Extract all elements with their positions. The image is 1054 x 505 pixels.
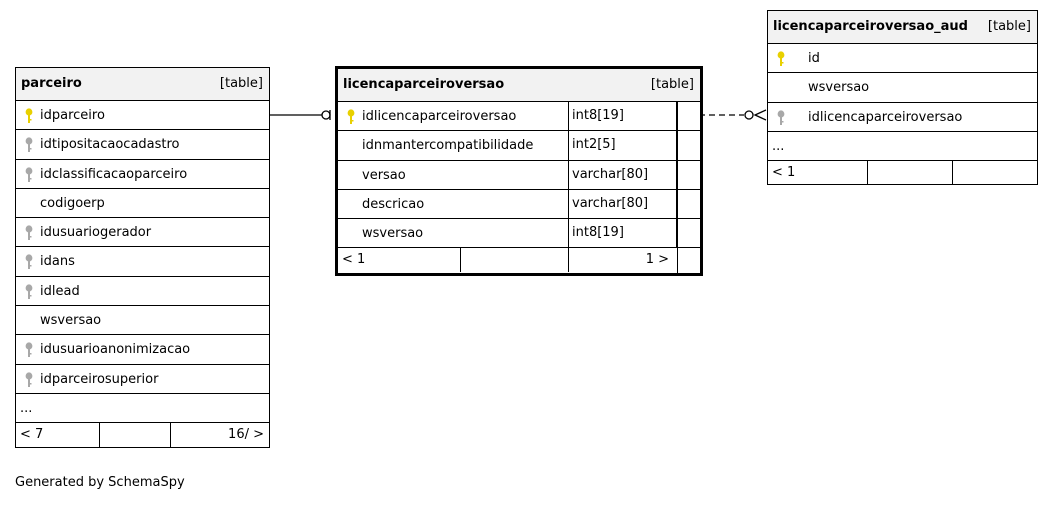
table-kind: [table] bbox=[219, 76, 263, 91]
table-licencaparceiroversao-aud[interactable]: licencaparceiroversao_aud [table] id wsve… bbox=[767, 10, 1038, 186]
column-row[interactable]: idparceirosuperior bbox=[16, 365, 269, 394]
column-row[interactable]: idtipositacaocadastro bbox=[16, 130, 269, 160]
column-name: idparceirosuperior bbox=[40, 371, 159, 387]
edge-aud-circle bbox=[744, 110, 754, 120]
foreign-key-icon bbox=[25, 342, 33, 358]
column-name: idclassificacaoparceiro bbox=[40, 166, 188, 182]
foreign-key-icon bbox=[25, 284, 33, 299]
foreign-key-icon bbox=[25, 166, 33, 182]
column-row[interactable]: idusuarioanonimizacao bbox=[16, 335, 269, 365]
column-name: versao bbox=[362, 167, 406, 183]
foreign-key-icon bbox=[25, 372, 33, 387]
primary-key-icon bbox=[347, 109, 355, 124]
footer-divider bbox=[99, 423, 100, 448]
footer-parents-count: < 1 bbox=[772, 165, 796, 181]
column-row[interactable]: idnmantercompatibilidade int2[5] bbox=[338, 131, 700, 161]
table-footer: < 1 1 > bbox=[338, 248, 700, 273]
column-type: int2[5] bbox=[568, 131, 677, 160]
edge-end-circle bbox=[321, 110, 331, 120]
table-kind: [table] bbox=[987, 19, 1031, 34]
column-row[interactable]: id bbox=[768, 44, 1037, 74]
footer-divider bbox=[170, 423, 171, 448]
column-row[interactable]: idusuariogerador bbox=[16, 218, 269, 248]
foreign-key-icon bbox=[25, 254, 33, 270]
column-row[interactable]: wsversao int8[19] bbox=[338, 219, 700, 249]
column-name: id bbox=[808, 51, 820, 66]
column-name: descricao bbox=[362, 196, 425, 212]
foreign-key-icon bbox=[777, 109, 785, 125]
footer-parents-count: < 7 bbox=[20, 427, 44, 443]
column-row[interactable]: idlicencaparceiroversao bbox=[768, 103, 1037, 132]
column-name: wsversao bbox=[40, 313, 102, 329]
column-name: wsversao bbox=[808, 80, 870, 96]
table-kind: [table] bbox=[650, 77, 694, 92]
right-strip-divider bbox=[677, 102, 678, 273]
footer-divider bbox=[460, 248, 461, 273]
table-licencaparceiroversao[interactable]: licencaparceiroversao [table] idlicencap… bbox=[335, 66, 703, 276]
table-parceiro[interactable]: parceiro [table] idparceiro idtipositacao… bbox=[15, 67, 270, 448]
edge-aud-crowfoot bbox=[753, 109, 767, 121]
column-row[interactable]: idlicencaparceiroversao int8[19] bbox=[338, 102, 700, 132]
column-name: idtipositacaocadastro bbox=[40, 137, 180, 153]
footer-divider bbox=[867, 161, 868, 186]
column-name: idusuariogerador bbox=[40, 225, 152, 241]
table-name: parceiro bbox=[21, 76, 82, 91]
column-row[interactable]: idans bbox=[16, 247, 269, 277]
column-type: int8[19] bbox=[568, 102, 677, 131]
table-header: licencaparceiroversao_aud [table] bbox=[768, 11, 1037, 44]
column-name: idans bbox=[40, 254, 75, 270]
more-columns: ... bbox=[768, 132, 1037, 162]
column-name: idlicencaparceiroversao bbox=[362, 109, 517, 124]
table-header: licencaparceiroversao [table] bbox=[338, 69, 700, 102]
column-type: int8[19] bbox=[568, 219, 677, 248]
column-row[interactable]: codigoerp bbox=[16, 189, 269, 219]
footer-parents-count: < 1 bbox=[342, 252, 366, 268]
footer-divider bbox=[952, 161, 953, 186]
table-header: parceiro [table] bbox=[16, 68, 269, 101]
column-name: idlead bbox=[40, 283, 80, 299]
column-name: idparceiro bbox=[40, 108, 105, 123]
footer-children-count: 16/ > bbox=[228, 427, 264, 443]
table-name: licencaparceiroversao_aud bbox=[773, 19, 968, 34]
column-row[interactable]: wsversao bbox=[768, 73, 1037, 103]
footer-children-count: 1 > bbox=[645, 252, 669, 268]
primary-key-icon bbox=[777, 51, 785, 66]
table-name: licencaparceiroversao bbox=[343, 77, 505, 92]
foreign-key-icon bbox=[25, 225, 33, 241]
column-name: codigoerp bbox=[40, 195, 105, 211]
column-type: varchar[80] bbox=[568, 160, 677, 189]
column-type: varchar[80] bbox=[568, 189, 677, 219]
generated-by-label: Generated by SchemaSpy bbox=[15, 475, 185, 490]
primary-key-icon bbox=[25, 108, 33, 123]
column-name: idusuarioanonimizacao bbox=[40, 342, 191, 358]
column-row[interactable]: versao varchar[80] bbox=[338, 160, 700, 190]
column-name: idnmantercompatibilidade bbox=[362, 138, 534, 154]
table-footer: < 7 16/ > bbox=[16, 423, 269, 448]
column-name: wsversao bbox=[362, 226, 424, 242]
column-name: idlicencaparceiroversao bbox=[808, 109, 963, 125]
column-row[interactable]: descricao varchar[80] bbox=[338, 189, 700, 220]
footer-divider bbox=[568, 248, 569, 273]
foreign-key-icon bbox=[25, 137, 33, 153]
column-row[interactable]: idparceiro bbox=[16, 101, 269, 131]
column-row[interactable]: wsversao bbox=[16, 306, 269, 336]
column-row[interactable]: idlead bbox=[16, 277, 269, 307]
more-columns: ... bbox=[16, 394, 269, 424]
column-row[interactable]: idclassificacaoparceiro bbox=[16, 160, 269, 189]
table-footer: < 1 bbox=[768, 161, 1037, 186]
